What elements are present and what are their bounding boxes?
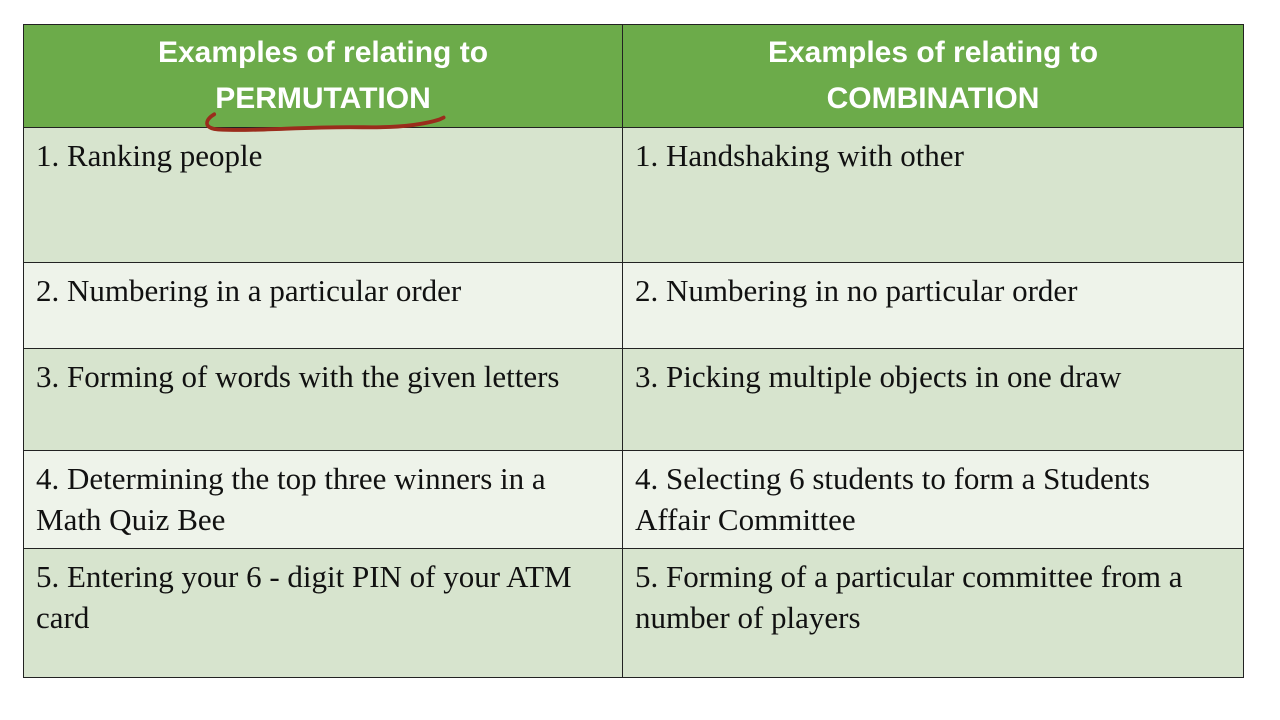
permutation-example-1: 1. Ranking people <box>23 127 623 263</box>
table-row-2: 2. Numbering in a particular order 2. Nu… <box>23 262 1244 349</box>
header-row: Examples of relating to PERMUTATION Exam… <box>23 24 1244 132</box>
combination-example-4: 4. Selecting 6 students to form a Studen… <box>622 450 1244 549</box>
header-cell-permutation: Examples of relating to PERMUTATION <box>23 24 623 132</box>
header-cell-combination: Examples of relating to COMBINATION <box>622 24 1244 128</box>
permutation-example-4: 4. Determining the top three winners in … <box>23 450 623 549</box>
table-row-5: 5. Entering your 6 - digit PIN of your A… <box>23 548 1244 678</box>
combination-example-3: 3. Picking multiple objects in one draw <box>622 348 1244 451</box>
header-permutation-line1: Examples of relating to <box>157 36 489 69</box>
header-combination-line2: COMBINATION <box>826 82 1040 115</box>
table-row-4: 4. Determining the top three winners in … <box>23 450 1244 549</box>
permutation-example-3: 3. Forming of words with the given lette… <box>23 348 623 451</box>
table-row-1: 1. Ranking people 1. Handshaking with ot… <box>23 127 1244 263</box>
table-row-3: 3. Forming of words with the given lette… <box>23 348 1244 451</box>
combination-example-1: 1. Handshaking with other <box>622 127 1244 263</box>
combination-example-5: 5. Forming of a particular committee fro… <box>622 548 1244 678</box>
header-combination-line1: Examples of relating to <box>767 36 1099 69</box>
permutation-example-5: 5. Entering your 6 - digit PIN of your A… <box>23 548 623 678</box>
permutation-example-2: 2. Numbering in a particular order <box>23 262 623 349</box>
combination-example-2: 2. Numbering in no particular order <box>622 262 1244 349</box>
header-permutation-line2: PERMUTATION <box>205 76 446 132</box>
permutation-combination-table: Examples of relating to PERMUTATION Exam… <box>23 24 1244 678</box>
